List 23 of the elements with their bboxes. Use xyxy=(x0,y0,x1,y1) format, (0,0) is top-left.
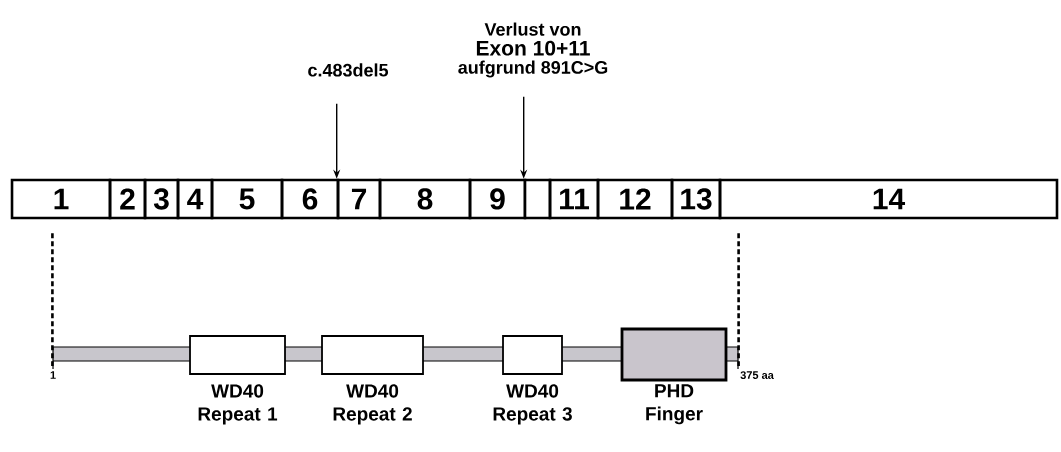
exon-box: 8 xyxy=(378,178,472,220)
exon-box: 1 xyxy=(10,178,112,220)
dashed-line xyxy=(51,233,54,366)
exon-box: 11 xyxy=(548,178,600,220)
domain-label: PHD Finger xyxy=(646,384,703,425)
exon-box: 14 xyxy=(718,178,1059,220)
exon-box: 12 xyxy=(596,178,674,220)
mutation-label: Verlust von Exon 10+11 aufgrund 891C>G xyxy=(458,22,608,78)
exon-box xyxy=(523,178,552,220)
exon-box: 5 xyxy=(210,178,284,220)
exon-box: 3 xyxy=(143,178,180,220)
mutation-label: c.483del5 xyxy=(308,63,389,77)
dashed-line xyxy=(737,233,740,366)
exon-box: 13 xyxy=(670,178,722,220)
exon-box: 6 xyxy=(280,178,340,220)
domain-label: WD40 Repeat 3 xyxy=(493,384,572,425)
domain-label: WD40 Repeat 1 xyxy=(198,384,278,425)
exon-box: 4 xyxy=(176,178,214,220)
exon-box: 7 xyxy=(336,178,382,220)
position-label: 375 aa xyxy=(740,371,774,379)
domain-label: WD40 Repeat 2 xyxy=(333,384,412,425)
exon-box: 2 xyxy=(108,178,147,220)
position-label: 1 xyxy=(50,371,56,379)
